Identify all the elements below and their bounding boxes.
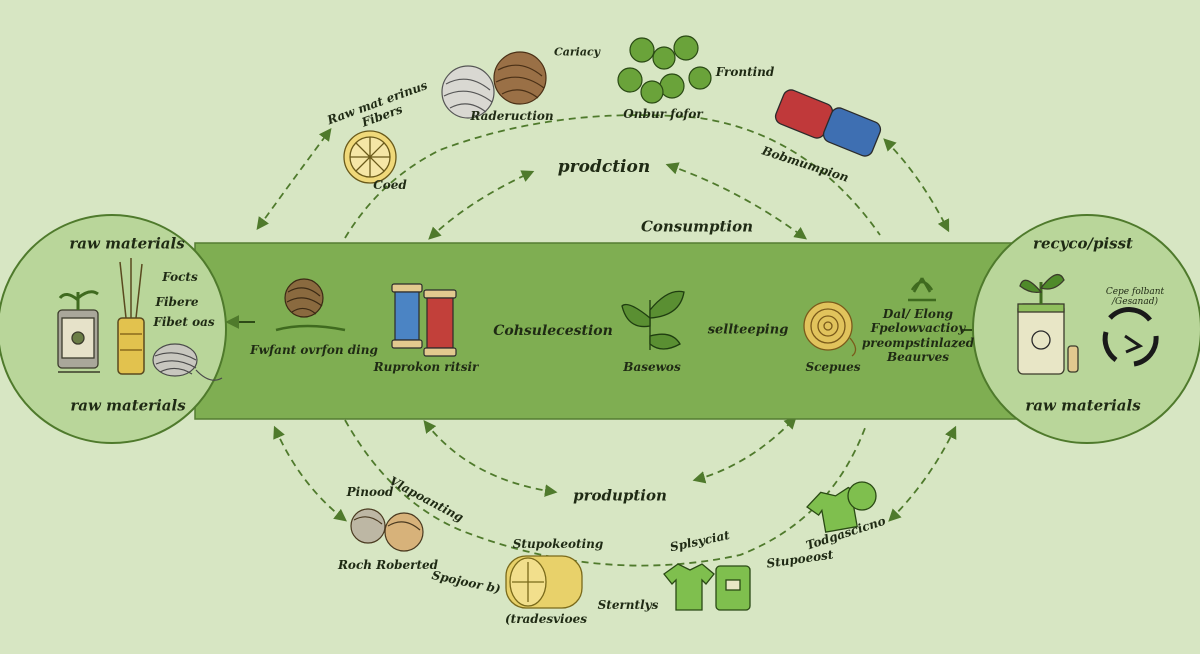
band-item-label: Ruprokon ritsir [373, 360, 479, 375]
top-center-label: prodction [557, 157, 651, 178]
right-circle-bottom: raw materials [1025, 396, 1141, 415]
bottom-item-label: Stupokeoting [512, 537, 604, 552]
left-circle-item: Focts [162, 270, 198, 285]
recycle-pot-icon [1017, 273, 1079, 375]
fabric-rolls-icon [774, 89, 882, 157]
arrow-bottom-right-outer [888, 425, 957, 522]
citrus-slice-icon [343, 130, 397, 184]
arrow-top-right-outer [883, 138, 950, 233]
arrow-top-inner-right [665, 162, 808, 240]
bottom-item-label: Roch Roberted [337, 558, 439, 573]
arrow-bottom-left-outer [273, 425, 347, 522]
top-item-label: Onbur fofor [623, 107, 703, 122]
yarn-balls-icon [350, 508, 424, 552]
bottom-item-label: Pinood [346, 485, 394, 500]
yarn-ball-icon-brown [493, 51, 547, 105]
left-circle-item: Fibere [155, 295, 199, 310]
band-center-label: Cohsulecestion [493, 322, 613, 339]
band-heading: Consumption [640, 217, 754, 236]
band-item-label: Fwfant ovrfon ding [250, 343, 378, 358]
yarn-ball-icon [152, 343, 223, 381]
top-item-label: Cariacy [553, 45, 601, 59]
right-circle-title: recyco/pisst [1033, 234, 1133, 253]
orbit-top [344, 114, 881, 239]
shrubs-icon [617, 35, 712, 104]
top-item-label: Coed [373, 178, 407, 193]
central-band [194, 242, 1026, 420]
rope-coil-icon [803, 301, 857, 357]
left-circle-item: Fibet oas [153, 315, 215, 330]
yarn-ball-icon-band [275, 278, 346, 332]
band-item-label: Dal/ Elong Fpelowvactioy preompstinlazed… [861, 307, 975, 365]
potted-plant-icon [57, 290, 99, 369]
arrow-bottom-inner-left [423, 420, 558, 497]
arrow-top-inner-left [428, 170, 535, 240]
band-item-label: Scepues [805, 360, 861, 375]
band-right-label: sellteeping [707, 322, 789, 338]
arrow-bottom-inner-right [692, 416, 797, 484]
recycle-icon [1102, 307, 1159, 367]
left-circle-title: raw materials [69, 234, 185, 253]
bottom-center-label: produption [573, 486, 667, 505]
right-circle-item: Cepe folbant [1105, 286, 1165, 297]
arrow-top-left-outer [256, 127, 332, 231]
band-item-label: Basewos [623, 360, 681, 375]
bottom-item-label: (tradesvioes [504, 612, 588, 627]
top-item-label: Frontind [715, 65, 775, 80]
yarn-ball-icon-grey [441, 65, 495, 119]
thread-spools-icon [391, 283, 457, 357]
recycle-icon-band [908, 277, 936, 302]
left-circle [0, 214, 227, 444]
t-shirt-icon [663, 481, 877, 611]
left-circle-bottom: raw materials [70, 396, 186, 415]
right-circle [972, 214, 1200, 444]
right-circle-item: /Gesanad) [1112, 296, 1158, 307]
bottom-item-label: Sterntlys [597, 598, 659, 613]
incense-sticks-icon [117, 258, 145, 375]
straw-bale-icon [505, 555, 583, 609]
top-item-label: Raderuction [470, 109, 554, 124]
leaves-icon [621, 290, 685, 350]
